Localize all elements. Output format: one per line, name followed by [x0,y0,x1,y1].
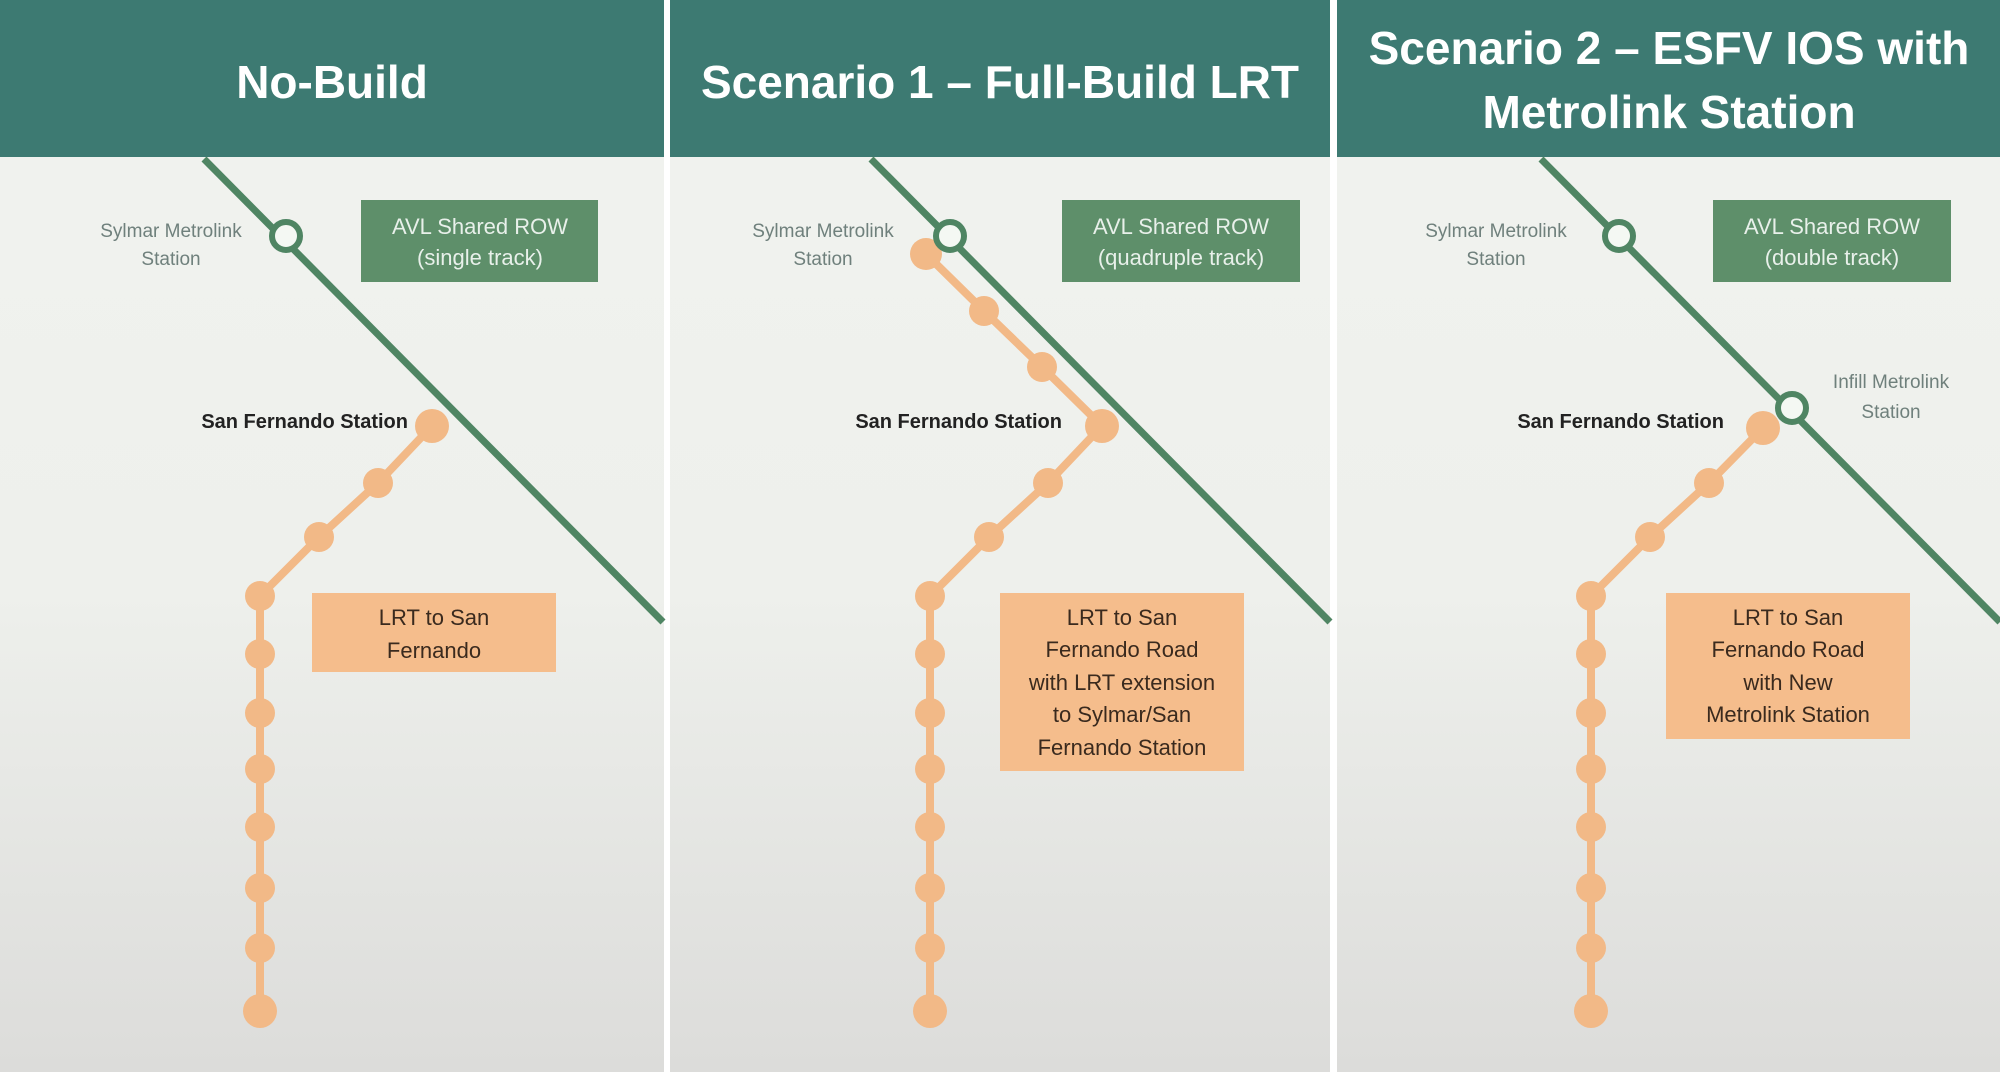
lrt-box-text: Fernando Road [1712,637,1865,662]
sylmar-station-label: Station [793,249,852,270]
row-box-text: AVL Shared ROW [1093,214,1269,239]
lrt-box-text: with New [1742,670,1832,695]
row-box-text: (single track) [417,245,543,270]
panel-title: Scenario 2 – ESFV IOS with [1369,22,1970,74]
lrt-box-text: to Sylmar/San [1053,702,1191,727]
lrt-box [1000,593,1244,771]
lrt-stations [243,409,449,1028]
panel-header [1337,0,2000,157]
sylmar-station-label: Sylmar Metrolink [752,221,894,242]
lrt-box-text: LRT to San [1733,605,1843,630]
lrt-box-text: LRT to San [379,605,489,630]
panel-title: Metrolink Station [1482,86,1855,138]
infill-station-label: Station [1861,402,1920,423]
sylmar-metrolink-station-icon [933,219,967,253]
panel-title: No-Build [236,56,428,108]
lrt-box [1666,593,1910,739]
sylmar-station-label: Station [141,249,200,270]
panel-no-build: No-Build Sylmar Metrolink Station AVL Sh… [0,0,666,1072]
row-box-text: (double track) [1765,245,1900,270]
lrt-box-text: with LRT extension [1028,670,1215,695]
row-box [1062,200,1300,282]
row-box [361,200,598,282]
lrt-box [312,593,556,672]
sylmar-station-label: Station [1466,249,1525,270]
san-fernando-station-label: San Fernando Station [201,411,408,433]
infill-station-label: Infill Metrolink [1833,372,1950,393]
san-fernando-station-label: San Fernando Station [855,411,1062,433]
lrt-box-text: Fernando Station [1038,735,1207,760]
lrt-box-text: LRT to San [1067,605,1177,630]
row-box-text: AVL Shared ROW [392,214,568,239]
row-box-text: (quadruple track) [1098,245,1264,270]
panel-header [0,0,664,157]
lrt-box-text: Fernando [387,638,481,663]
lrt-box-text: Metrolink Station [1706,702,1870,727]
row-box-text: AVL Shared ROW [1744,214,1920,239]
sylmar-metrolink-station-icon [1602,219,1636,253]
infill-metrolink-station-icon [1775,391,1809,425]
lrt-box-text: Fernando Road [1046,637,1199,662]
san-fernando-station-label: San Fernando Station [1517,411,1724,433]
lrt-stations [910,238,1119,1028]
sylmar-metrolink-station-icon [269,219,303,253]
sylmar-station-label: Sylmar Metrolink [1425,221,1567,242]
row-box [1713,200,1951,282]
panel-scenario-1: Scenario 1 – Full-Build LRT Sylmar Metro… [670,0,1333,1072]
lrt-stations [1574,411,1780,1028]
panel-header [670,0,1330,157]
panel-title: Scenario 1 – Full-Build LRT [701,56,1299,108]
panel-scenario-2: Scenario 2 – ESFV IOS with Metrolink Sta… [1337,0,2000,1072]
sylmar-station-label: Sylmar Metrolink [100,221,242,242]
